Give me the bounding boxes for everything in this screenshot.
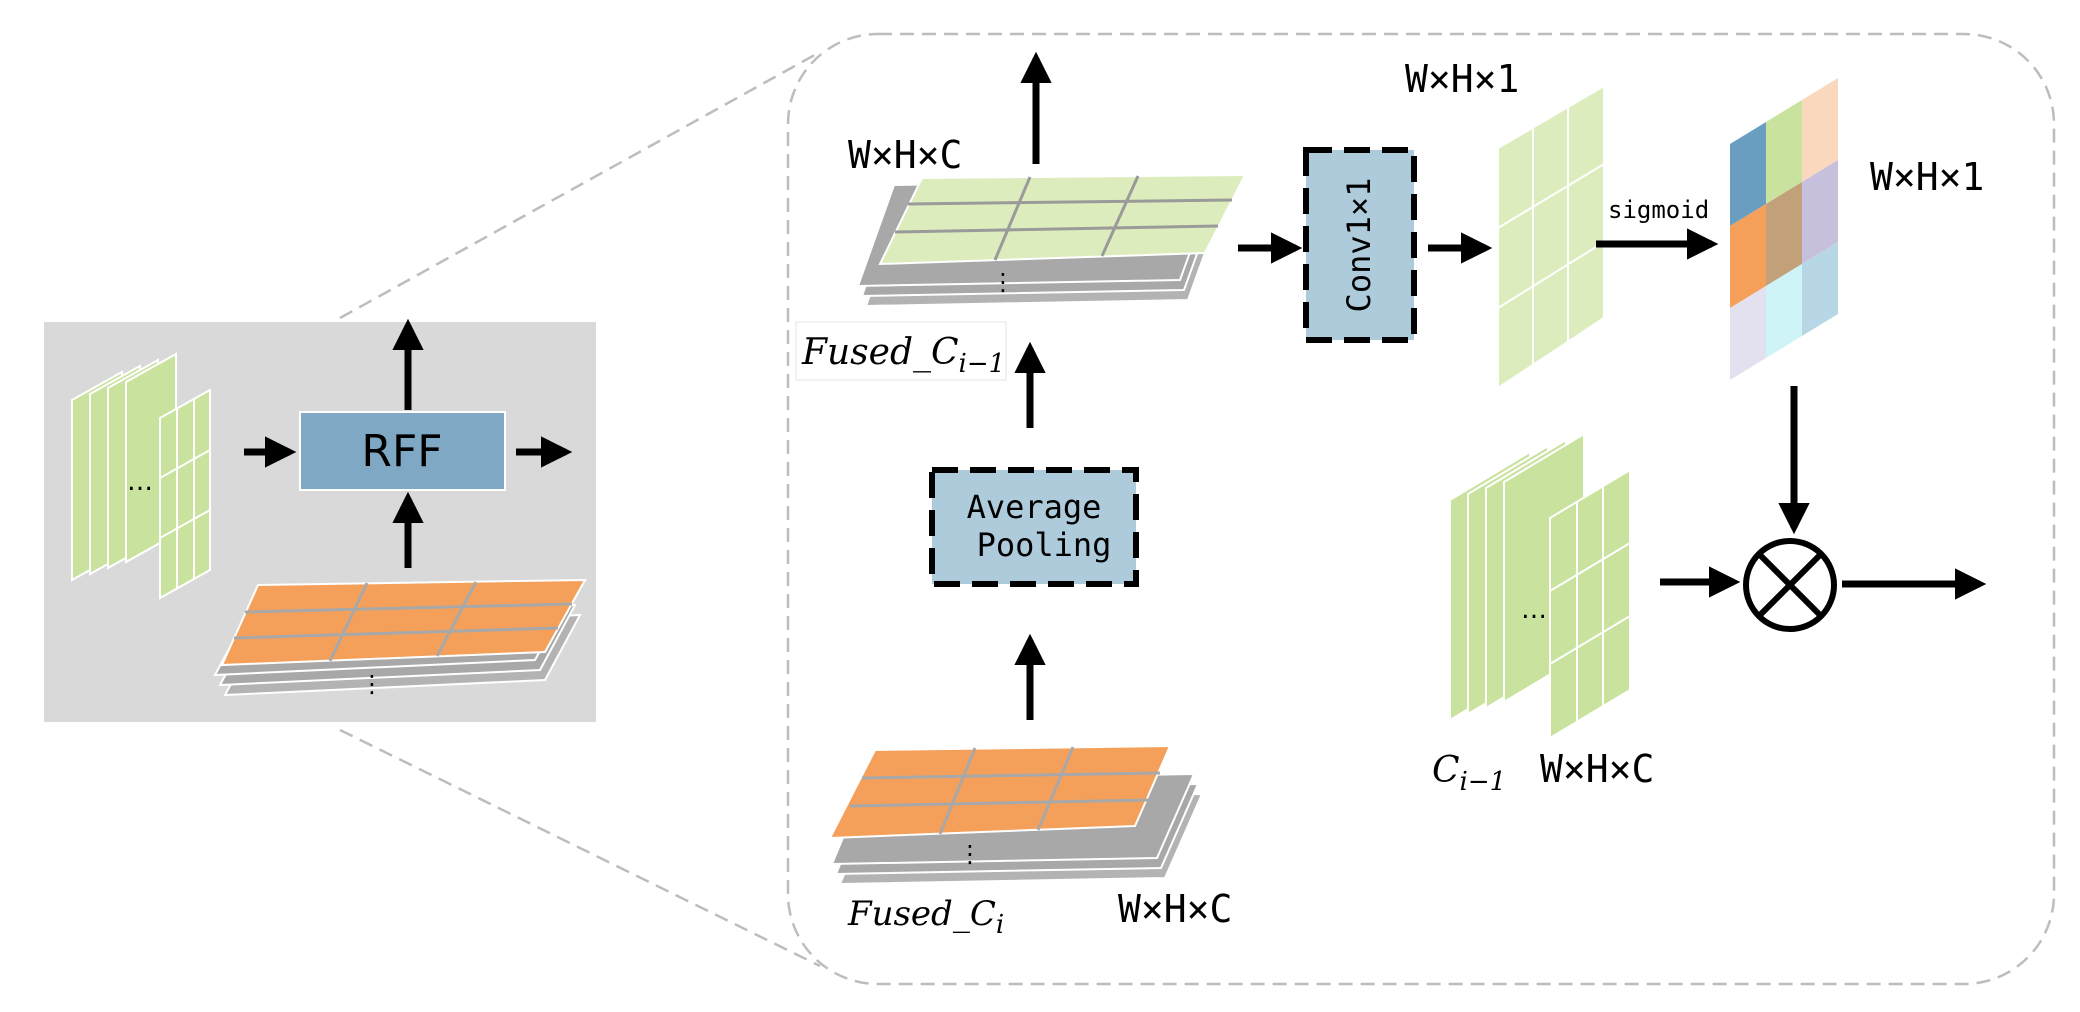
overview-channel-stack: …	[71, 352, 211, 600]
average-pooling-line2: Pooling	[977, 526, 1112, 564]
c-prev-stack: …	[1449, 432, 1631, 740]
overview-panel: … ⋮ RFF	[44, 318, 596, 722]
svg-text:Fused_Ci−1: Fused_Ci−1	[801, 332, 1005, 379]
overview-vertical-ellipsis: ⋮	[360, 670, 384, 698]
overview-ellipsis: …	[127, 467, 153, 497]
conv-output-map	[1497, 84, 1605, 390]
rff-label: RFF	[361, 426, 442, 477]
average-pooling-line1: Average	[967, 488, 1102, 526]
conv-label: Conv1×1	[1340, 178, 1378, 313]
detail-panel	[786, 32, 2056, 986]
fused-cur-label: Fused_Ci	[847, 894, 1004, 940]
fused-prev-label-sub: i−1	[959, 349, 1006, 379]
detail-arrows	[1014, 51, 1987, 720]
sigmoid-label: sigmoid	[1608, 196, 1709, 224]
sigmoid-dim-label: W×H×1	[1870, 155, 1984, 199]
conv-block: Conv1×1	[1303, 147, 1417, 343]
svg-text:Ci−1: Ci−1	[1432, 750, 1506, 797]
c-prev-label: Ci−1	[1432, 750, 1506, 797]
fused-cur-dim-label: W×H×C	[1118, 887, 1232, 931]
fused-prev-label: Fused_Ci−1	[795, 321, 1007, 381]
c-prev-dim-label: W×H×C	[1540, 747, 1654, 791]
average-pooling-block: Average Pooling	[929, 467, 1139, 587]
fused-cur-label-base: Fused_C	[847, 894, 996, 934]
fused-prev-stack: ⋮	[856, 173, 1247, 308]
overview-fused-stack: ⋮	[213, 578, 587, 698]
fused-prev-label-base: Fused_C	[801, 332, 959, 373]
c-prev-ellipsis: …	[1521, 595, 1547, 625]
rff-block: RFF	[299, 411, 506, 491]
fused-prev-dim-label: W×H×C	[848, 133, 962, 177]
overview-arrows	[244, 318, 573, 568]
c-prev-label-sub: i−1	[1460, 767, 1507, 797]
multiply-operator	[1743, 538, 1837, 632]
zoom-connector-lines	[339, 50, 821, 968]
svg-text:Fused_Ci: Fused_Ci	[847, 894, 1004, 940]
fused-cur-label-sub: i	[996, 910, 1004, 940]
conv-output-dim-label: W×H×1	[1405, 57, 1519, 101]
fused-cur-stack: ⋮	[828, 744, 1204, 886]
c-prev-label-base: C	[1432, 750, 1460, 791]
sigmoid-attention-map	[1730, 78, 1838, 380]
fused-prev-vertical-ellipsis: ⋮	[991, 268, 1015, 296]
fused-cur-vertical-ellipsis: ⋮	[958, 840, 982, 868]
